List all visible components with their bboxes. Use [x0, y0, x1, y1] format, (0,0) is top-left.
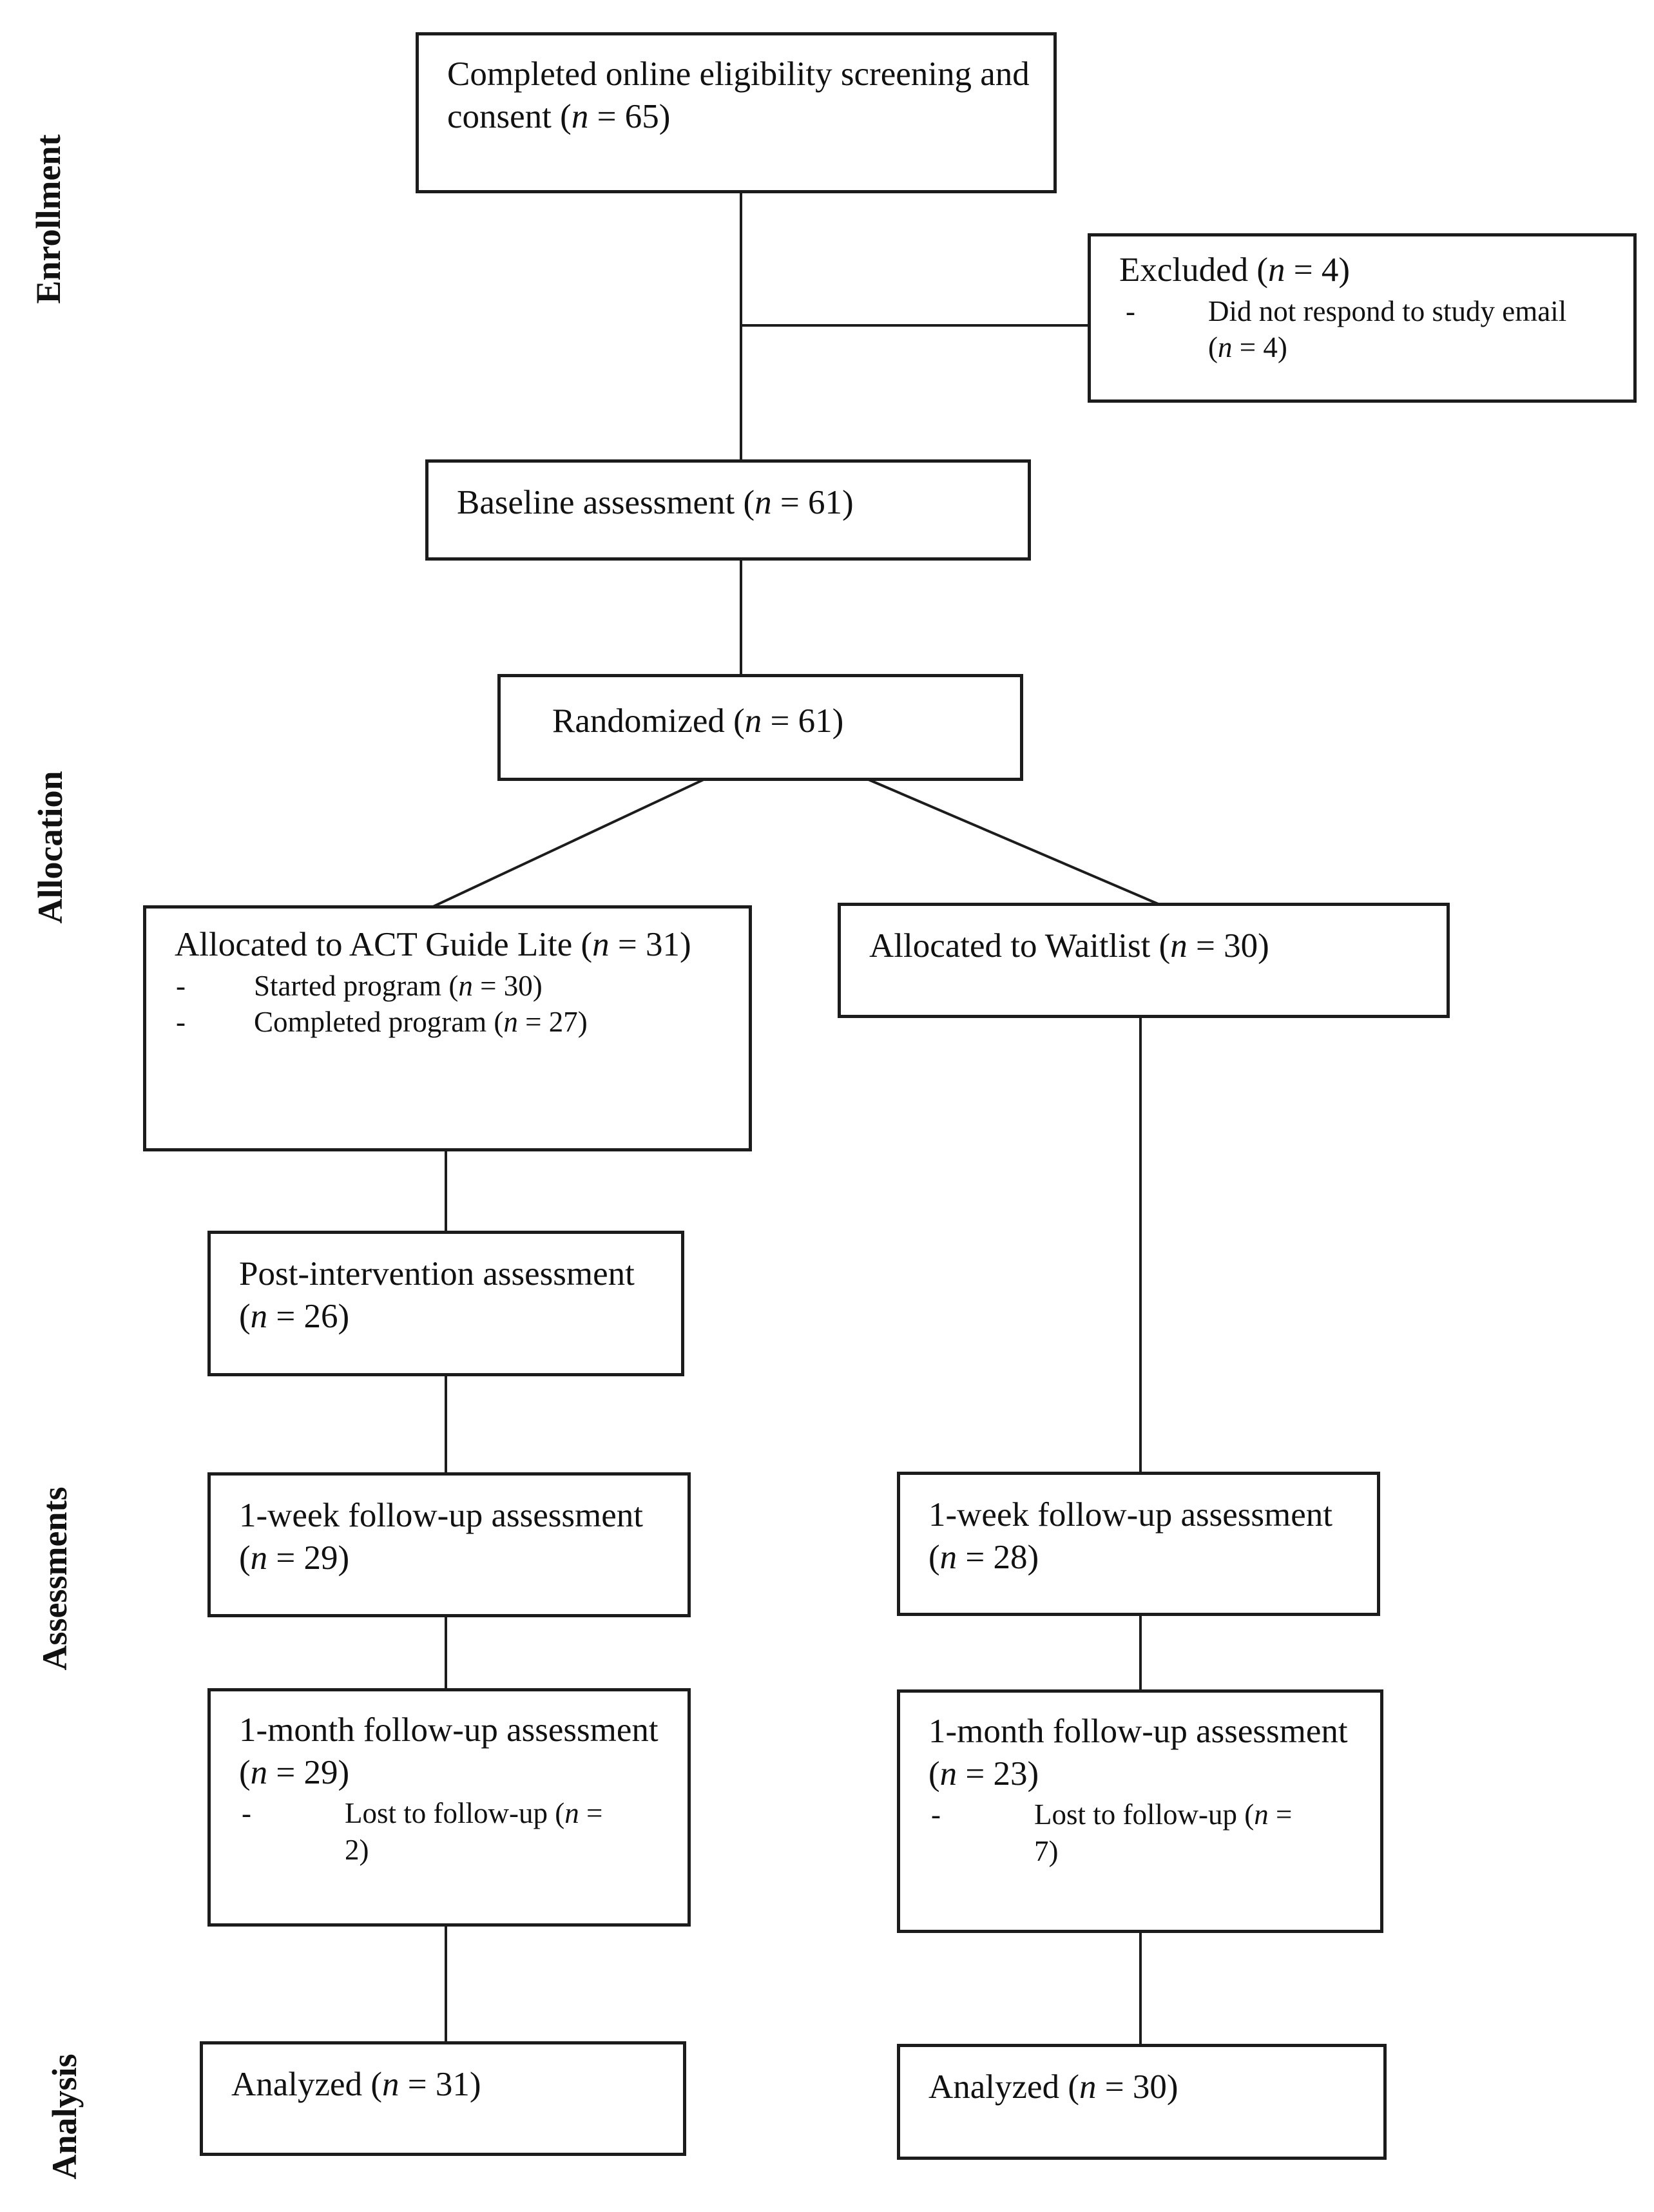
- oneweek-intervention-text: 1-week follow-up assessment (n = 29): [239, 1497, 644, 1577]
- bullet-dash: -: [176, 969, 186, 1002]
- lost-followup-waitlist-text: Lost to follow-up (n = 7): [1034, 1798, 1293, 1868]
- oneweek-intervention-box: 1-week follow-up assessment (n = 29): [207, 1472, 691, 1617]
- excluded-title: Excluded (n = 4): [1119, 251, 1351, 289]
- eligibility-screening-box: Completed online eligibility screening a…: [416, 32, 1057, 193]
- allocated-waitlist-box: Allocated to Waitlist (n = 30): [838, 903, 1450, 1018]
- section-label-analysis: Analysis: [45, 2053, 84, 2180]
- bullet-dash: -: [242, 1797, 251, 1830]
- section-label-enrollment: Enrollment: [29, 134, 68, 304]
- section-label-allocation: Allocation: [31, 771, 70, 924]
- post-intervention-text: Post-intervention assessment (n = 26): [239, 1255, 635, 1335]
- excluded-box: Excluded (n = 4) - Did not respond to st…: [1088, 233, 1637, 403]
- section-label-assessments: Assessments: [35, 1486, 74, 1671]
- connector-randomized-to-waitlist: [868, 778, 1160, 906]
- allocated-intervention-box: Allocated to ACT Guide Lite (n = 31) - S…: [143, 905, 752, 1151]
- analyzed-intervention-box: Analyzed (n = 31): [200, 2041, 686, 2156]
- lost-followup-intervention-text: Lost to follow-up (n = 2): [345, 1797, 603, 1867]
- started-program-bullet: - Started program (n = 30): [175, 968, 731, 1005]
- oneweek-waitlist-text: 1-week follow-up assessment (n = 28): [928, 1496, 1333, 1576]
- completed-program-text: Completed program (n = 27): [254, 1006, 588, 1039]
- excluded-bullet: - Did not respond to study email (n = 4): [1119, 293, 1615, 366]
- bullet-dash: -: [931, 1798, 941, 1831]
- onemonth-waitlist-box: 1-month follow-up assessment (n = 23) - …: [897, 1689, 1383, 1933]
- baseline-assessment-box: Baseline assessment (n = 61): [425, 459, 1031, 561]
- eligibility-screening-text: Completed online eligibility screening a…: [447, 55, 1030, 135]
- onemonth-intervention-title: 1-month follow-up assessment (n = 29): [239, 1711, 659, 1791]
- analyzed-waitlist-box: Analyzed (n = 30): [897, 2044, 1387, 2160]
- excluded-bullet-text: Did not respond to study email (n = 4): [1208, 294, 1567, 364]
- onemonth-waitlist-title: 1-month follow-up assessment (n = 23): [928, 1713, 1348, 1793]
- baseline-assessment-text: Baseline assessment (n = 61): [457, 484, 854, 521]
- allocated-waitlist-title: Allocated to Waitlist (n = 30): [869, 927, 1269, 965]
- analyzed-waitlist-text: Analyzed (n = 30): [928, 2068, 1178, 2106]
- randomized-box: Randomized (n = 61): [497, 674, 1023, 781]
- lost-followup-intervention-bullet: - Lost to follow-up (n = 2): [239, 1795, 662, 1868]
- post-intervention-box: Post-intervention assessment (n = 26): [207, 1231, 684, 1376]
- lost-followup-waitlist-bullet: - Lost to follow-up (n = 7): [928, 1796, 1354, 1869]
- completed-program-bullet: - Completed program (n = 27): [175, 1004, 731, 1041]
- bullet-dash: -: [176, 1006, 186, 1039]
- started-program-text: Started program (n = 30): [254, 969, 543, 1002]
- bullet-dash: -: [1126, 294, 1135, 327]
- allocated-intervention-title: Allocated to ACT Guide Lite (n = 31): [175, 926, 691, 963]
- randomized-text: Randomized (n = 61): [552, 702, 844, 740]
- analyzed-intervention-text: Analyzed (n = 31): [231, 2066, 481, 2103]
- onemonth-intervention-box: 1-month follow-up assessment (n = 29) - …: [207, 1688, 691, 1927]
- oneweek-waitlist-box: 1-week follow-up assessment (n = 28): [897, 1472, 1380, 1616]
- connector-randomized-to-intervention: [431, 778, 704, 909]
